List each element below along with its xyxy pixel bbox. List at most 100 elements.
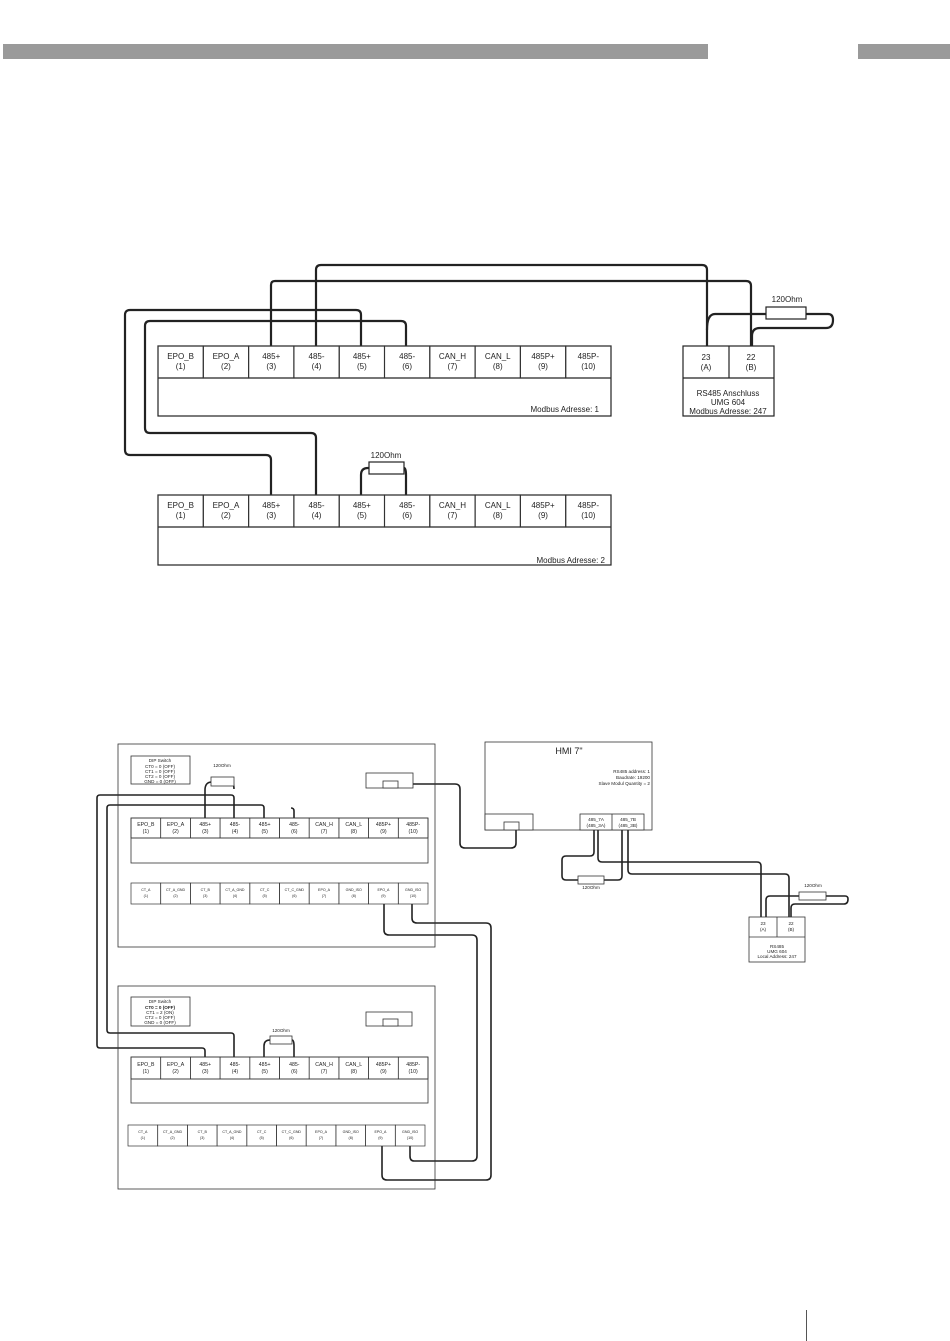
- umg-terminal-a-num: (A): [701, 363, 712, 372]
- unit2-top-terminal-name: EPO_B: [137, 1062, 155, 1068]
- unit1-top-terminal-name: EPO_A: [167, 822, 185, 828]
- module2-terminal-name: 485+: [353, 501, 371, 510]
- unit1-bottom-terminal-num: (3): [203, 894, 207, 898]
- unit2-bottom-terminal-10: GND_ISO(10): [394, 1124, 426, 1147]
- unit2-top-terminal-name: 485-: [289, 1062, 300, 1068]
- unit1-bottom-terminal-num: (4): [233, 894, 237, 898]
- unit1-top-terminal-num: (7): [321, 829, 328, 835]
- unit1-top-terminal-name: CAN_H: [315, 822, 333, 828]
- umg2-terminal-b: 22: [788, 921, 794, 926]
- unit2-bottom-terminal-num: (1): [141, 1136, 145, 1140]
- unit2-top-terminal-name: CAN_L: [345, 1062, 362, 1068]
- umg2-resistor: [798, 891, 827, 901]
- module2-resistor-label: 120Ohm: [371, 451, 402, 460]
- module1-terminal-num: (5): [357, 362, 367, 371]
- unit2-bottom-terminal-num: (9): [378, 1136, 382, 1140]
- module2-terminal-name: 485-: [309, 501, 325, 510]
- unit2-bottom-terminal-num: (4): [230, 1136, 234, 1140]
- unit1-top-terminal-num: (9): [380, 829, 387, 835]
- unit2-top-terminal-num: (1): [143, 1069, 150, 1075]
- hmi-terminal-a: 485_7A: [588, 817, 605, 822]
- module2-terminal-num: (9): [538, 511, 548, 520]
- unit1-top-terminal-name: 485P-: [406, 822, 420, 828]
- unit1-top-terminal-num: (1): [143, 829, 150, 835]
- unit2-bottom-terminal-name: CT_A_GND: [222, 1130, 242, 1134]
- unit1-bottom-terminal-num: (7): [322, 894, 326, 898]
- module2-terminal-num: (10): [581, 511, 596, 520]
- umg604-block: 23 (A) 22 (B) RS485 Anschluss UMG 604 Mo…: [682, 295, 807, 417]
- unit1-bottom-terminal-name: CT_B: [201, 888, 211, 892]
- unit1-top-terminal-num: (2): [172, 829, 179, 835]
- module2-terminal-num: (5): [357, 511, 367, 520]
- unit1-dip-0: DIP Switch: [149, 758, 172, 763]
- module2-terminal-num: (2): [221, 511, 231, 520]
- unit1-top-terminal-num: (8): [351, 829, 358, 835]
- hmi-info-1: Baudrate: 19200: [616, 775, 650, 780]
- diagram2: DIP Switch CT0 = 0 (OFF) CT1 = 0 (OFF) C…: [96, 741, 849, 1190]
- unit1-bottom-terminal-6: CT_C_GND(6): [279, 882, 310, 905]
- umg2-line3: Local Address: 247: [757, 954, 797, 959]
- module2-terminal-num: (4): [312, 511, 322, 520]
- unit1-top-terminal-name: 485+: [199, 822, 211, 828]
- unit2-bottom-terminal-name: CT_C_GND: [282, 1130, 302, 1134]
- unit1-bottom-terminal-name: CT_A_GND: [225, 888, 245, 892]
- module2-block: EPO_B(1)EPO_A(2)485+(3)485-(4)485+(5)485…: [157, 451, 612, 566]
- module1-terminal-num: (3): [266, 362, 276, 371]
- unit2-resistor-label: 120Ohm: [272, 1028, 290, 1033]
- header-bar-right: [858, 44, 950, 59]
- unit2-bottom-terminal-name: GND_ISO: [343, 1130, 359, 1134]
- unit2-bottom-terminal-name: EPO_A: [315, 1130, 328, 1134]
- module1-terminal-num: (2): [221, 362, 231, 371]
- unit1-bottom-terminal-name: EPO_A: [377, 888, 390, 892]
- unit1-bottom-terminal-1: CT_A(1): [130, 882, 162, 905]
- unit2-top-terminal-10: 485P-(10): [397, 1056, 429, 1080]
- module1-terminal-name: CAN_L: [485, 352, 511, 361]
- module1-terminal-name: 485+: [262, 352, 280, 361]
- unit2-top-terminal-name: 485P-: [406, 1062, 420, 1068]
- unit2-dip-1: CT0 = 0 (OFF): [145, 1005, 175, 1010]
- module2-terminal-name: EPO_B: [167, 501, 194, 510]
- unit2-bottom-terminal-1: CT_A(1): [127, 1124, 159, 1147]
- unit2-bottom-terminal-num: (6): [289, 1136, 293, 1140]
- unit1-bottom-terminal-name: CT_A: [141, 888, 151, 892]
- unit1-top-terminal-num: (5): [261, 829, 268, 835]
- module1-address: Modbus Adresse: 1: [531, 405, 600, 414]
- hmi-title: HMI 7": [555, 746, 582, 756]
- unit1-bottom-terminal-10: GND_ISO(10): [397, 882, 429, 905]
- hmi-resistor-label: 120Ohm: [582, 885, 600, 890]
- unit2-resistor: [269, 1035, 293, 1045]
- unit2-top-terminal-num: (6): [291, 1069, 298, 1075]
- umg-resistor: [765, 306, 807, 320]
- module2-terminal-name: 485+: [262, 501, 280, 510]
- unit1-bottom-terminal-5: CT_C(5): [249, 882, 280, 905]
- unit1-bottom-terminal-num: (8): [352, 894, 356, 898]
- umg2-line2: UMG 604: [767, 949, 787, 954]
- unit2-bottom-terminal-4: CT_A_GND (4): [216, 1124, 248, 1147]
- unit1-bottom-terminal-2: CT_A_GND(2): [160, 882, 191, 905]
- module2-terminal-num: (7): [448, 511, 458, 520]
- unit2-dip-2: CT1 = 2 (ON): [146, 1010, 174, 1015]
- umg2-terminal-a-num: (A): [760, 927, 767, 932]
- umg-line3: Modbus Adresse: 247: [689, 407, 767, 416]
- page-margin-line: [806, 1310, 807, 1341]
- unit2-bottom-terminal-5: CT_C(5): [246, 1124, 277, 1147]
- module2-terminal-name: 485P-: [578, 501, 600, 510]
- unit2-bottom-terminal-7: EPO_A(7): [305, 1124, 337, 1147]
- umg-line2: UMG 604: [711, 398, 746, 407]
- unit2-top-terminal-name: CAN_H: [315, 1062, 333, 1068]
- unit2-bottom-terminal-num: (10): [407, 1136, 413, 1140]
- module1-terminal-name: 485P-: [578, 352, 600, 361]
- unit1-bottom-terminal-num: (10): [410, 894, 416, 898]
- module1-terminal-num: (1): [176, 362, 186, 371]
- module2-terminal-name: CAN_H: [439, 501, 466, 510]
- umg2-block: 23 (A) 22 (B) RS485 UMG 604 Local Addres…: [748, 883, 827, 963]
- unit1-top-terminal-name: 485P+: [376, 822, 391, 828]
- unit1-bottom-terminal-name: CT_A_GND: [166, 888, 186, 892]
- umg-terminal-b-num: (B): [746, 363, 757, 372]
- unit1-dip-2: CT1 = 0 (OFF): [145, 769, 175, 774]
- hmi-resistor: [577, 875, 605, 885]
- unit1-bottom-terminal-9: EPO_A(9): [368, 882, 399, 905]
- unit2-top-terminal-num: (9): [380, 1069, 387, 1075]
- unit2-bottom-terminal-name: CT_B: [198, 1130, 208, 1134]
